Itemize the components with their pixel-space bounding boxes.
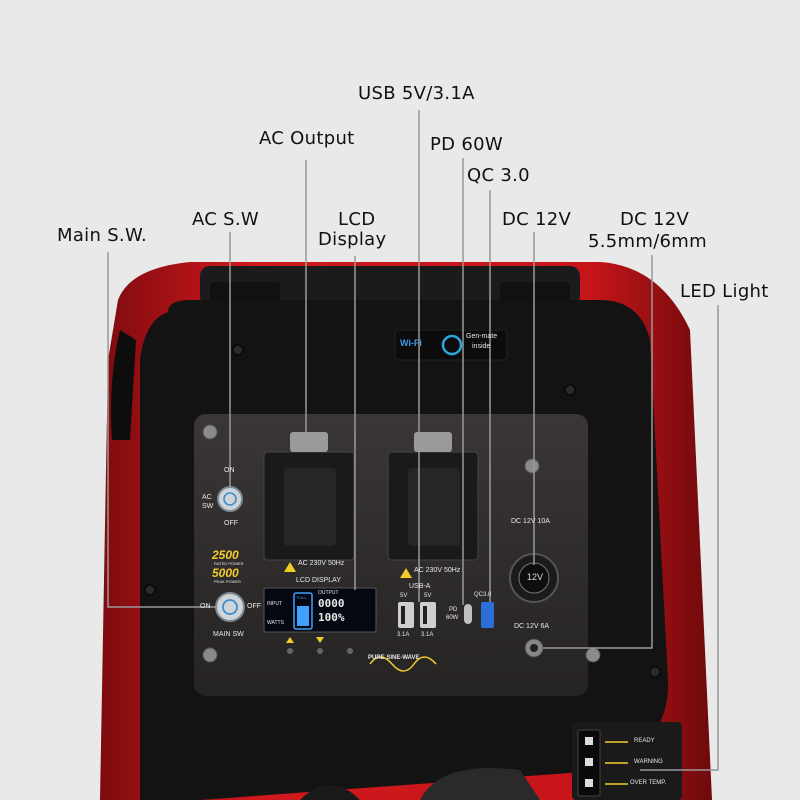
ac-sw-label1: AC: [202, 494, 212, 501]
usb-5v-2: 5V: [424, 593, 432, 599]
lcd-screen: [263, 587, 377, 633]
rated-power-sub: RATED POWER: [214, 561, 244, 566]
usb-a-port: [398, 602, 414, 628]
socket-12v-label: 12V: [527, 572, 544, 582]
up-arrow-icon: [286, 637, 294, 643]
lcd-value-watts: 0000: [318, 597, 345, 610]
lcd-watts: WATTS: [267, 620, 284, 626]
lcd-full: FULL: [297, 595, 307, 600]
usb-a-label: USB-A: [409, 583, 431, 590]
down-arrow-icon: [316, 637, 324, 643]
lcd-input: INPUT: [267, 601, 282, 607]
lcd-value-percent: 100%: [318, 611, 345, 624]
warning-icon: [400, 568, 412, 578]
ac-sw-on: ON: [224, 467, 235, 474]
usb-c-port: [464, 604, 472, 624]
rated-power: 2500: [212, 548, 239, 562]
screw: [564, 384, 576, 396]
qc-label: QC3.0: [474, 592, 492, 598]
callout-leader-lines: [107, 110, 719, 771]
dc12-10a-label: DC 12V 10A: [511, 518, 550, 525]
callout-usb: USB 5V/3.1A: [358, 83, 475, 104]
genmate-logo-icon: [441, 334, 463, 356]
screw: [232, 344, 244, 356]
callout-led: LED Light: [680, 281, 769, 302]
ac-rating-1: AC 230V 50Hz: [298, 560, 345, 567]
wifi-label: Wi-Fi: [400, 338, 422, 348]
lcd-output: OUTPUT: [318, 590, 339, 596]
callout-dc12: DC 12V: [502, 209, 572, 230]
genmate-line2: inside: [472, 343, 491, 350]
screw: [524, 458, 540, 474]
ac-switch-button: [217, 486, 243, 512]
pd-label1: PD: [449, 607, 458, 613]
callout-dc12-small-line1: DC 12V: [620, 209, 690, 230]
main-sw-label: MAIN SW: [213, 631, 244, 638]
ac-sw-off: OFF: [224, 520, 238, 527]
dc12-6a-label: DC 12V 6A: [514, 623, 550, 630]
qc-port: [481, 602, 494, 628]
wifi-badge: [394, 329, 508, 361]
genmate-line1: Gen-mate: [466, 333, 498, 340]
led-ready: READY: [634, 738, 655, 744]
screw: [585, 647, 601, 663]
callout-lcd-line2: Display: [318, 229, 387, 250]
main-sw-off: OFF: [247, 603, 261, 610]
screw: [202, 647, 218, 663]
main-switch-button: [215, 592, 245, 622]
callout-main-sw: Main S.W.: [57, 225, 147, 246]
peak-power: 5000: [212, 566, 239, 580]
screw: [649, 666, 661, 678]
led-warning: WARNING: [634, 759, 663, 765]
top-handle: [200, 266, 580, 306]
usb-31a-2: 3.1A: [421, 632, 434, 638]
led-overtemp: OVER TEMP.: [630, 780, 667, 786]
ac-sw-label2: SW: [202, 503, 214, 510]
screw: [202, 424, 218, 440]
callout-pd: PD 60W: [430, 134, 503, 155]
usb-31a-1: 3.1A: [397, 632, 410, 638]
ac-rating-2: AC 230V 50Hz: [414, 567, 461, 574]
main-sw-on: ON: [200, 603, 211, 610]
peak-power-sub: PEAK POWER: [214, 579, 241, 584]
usb-a-port: [420, 602, 436, 628]
callout-lcd-line1: LCD: [338, 209, 376, 230]
warning-icon: [284, 562, 296, 572]
pd-label2: 60W: [446, 615, 459, 621]
usb-5v-1: 5V: [400, 593, 408, 599]
callout-dc12-small-line2: 5.5mm/6mm: [588, 231, 707, 252]
sine-wave-label: PURE SINE-WAVE: [368, 655, 420, 661]
lcd-display-label: LCD DISPLAY: [296, 577, 341, 584]
callout-ac-sw: AC S.W: [192, 209, 260, 230]
screw: [144, 584, 156, 596]
callout-qc: QC 3.0: [467, 165, 530, 186]
callout-ac-output: AC Output: [259, 128, 355, 149]
